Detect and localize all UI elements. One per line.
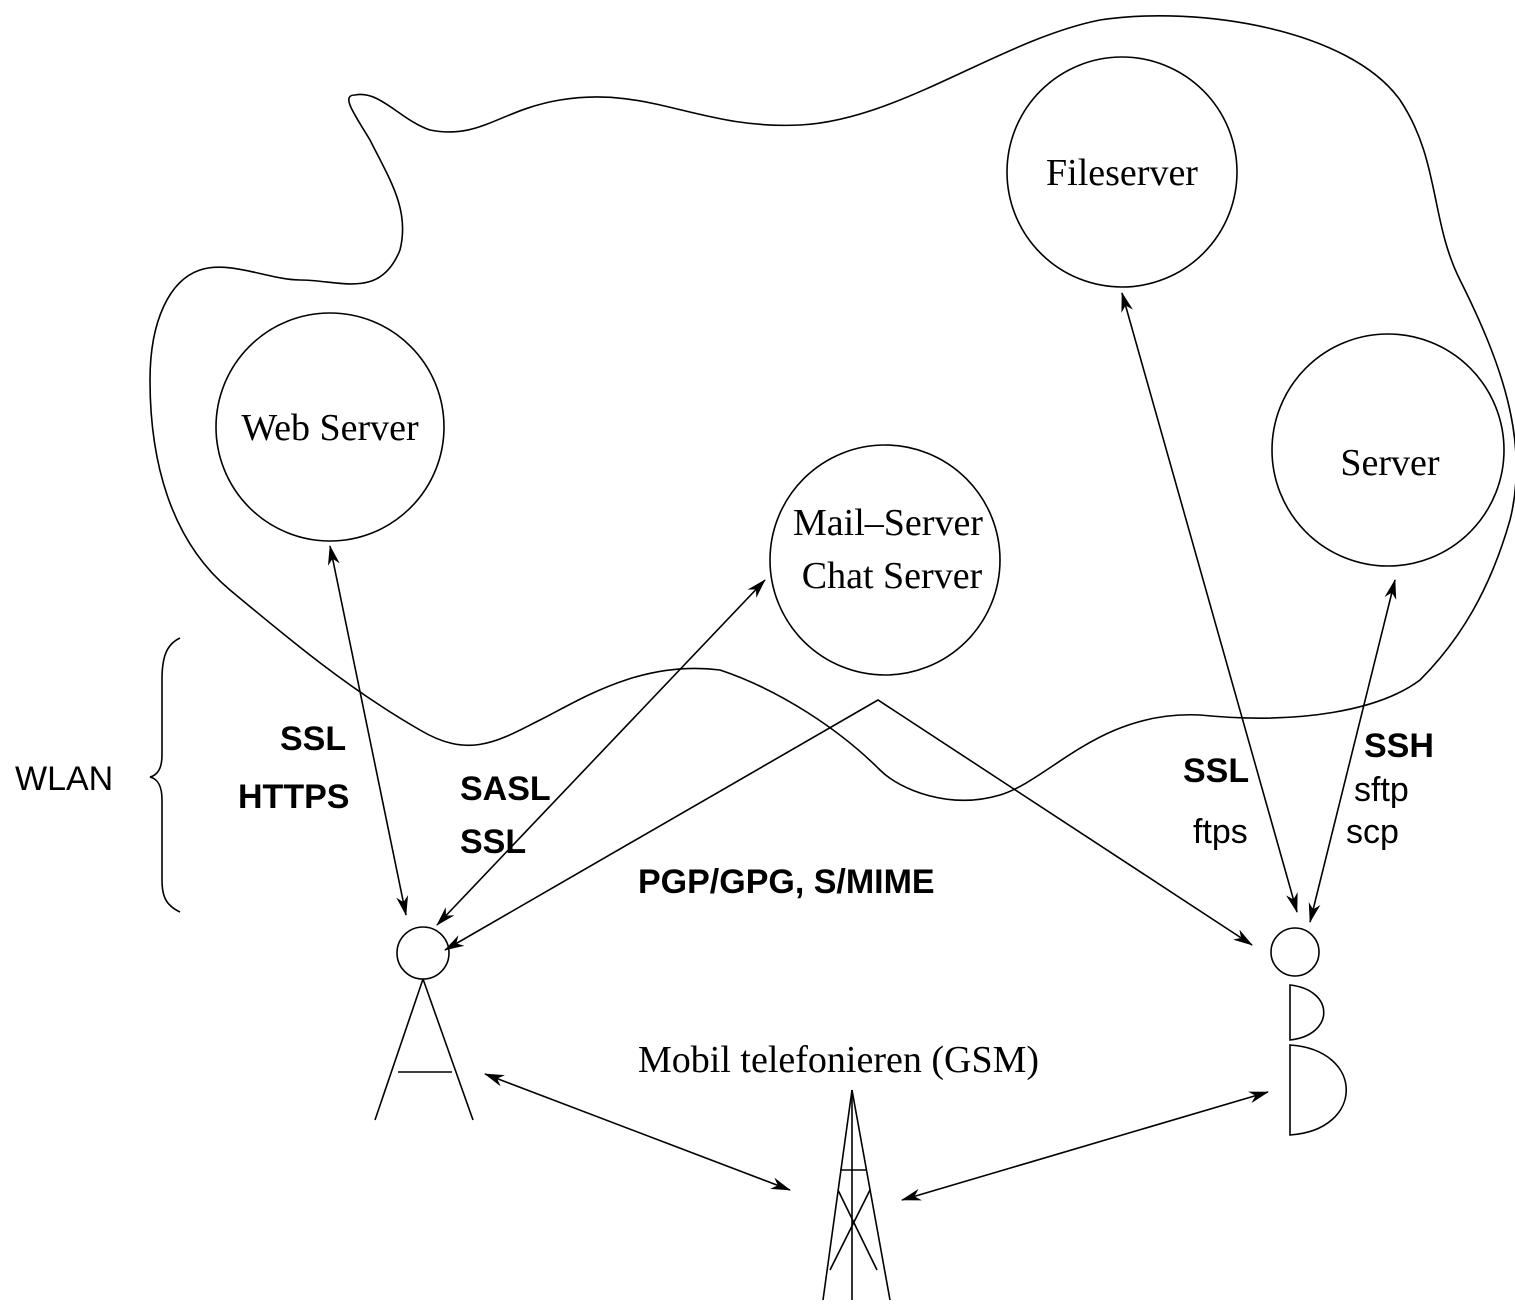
server-node: Server	[1271, 333, 1505, 567]
chat-server-label: Chat Server	[802, 555, 983, 597]
fileserver-label: Fileserver	[1046, 152, 1198, 194]
ssl-label-left: SSL	[280, 720, 346, 758]
wlan-device-icon	[374, 926, 474, 1121]
mail-server-label: Mail–Server	[793, 502, 983, 544]
arrow-fileserver-to-phone	[1121, 292, 1298, 913]
arrow-mail-to-device	[436, 579, 766, 926]
mobile-phone-icon	[1270, 927, 1348, 1136]
network-cloud-boundary	[149, 15, 1515, 802]
server-label: Server	[1340, 442, 1440, 484]
wlan-brace	[149, 637, 181, 913]
https-label: HTTPS	[238, 778, 349, 816]
wlan-label: WLAN	[15, 760, 113, 798]
sasl-label: SASL	[460, 770, 551, 808]
ftps-label: ftps	[1193, 813, 1248, 851]
sftp-label: sftp	[1354, 771, 1409, 809]
fileserver-node: Fileserver	[1006, 56, 1238, 288]
arrow-web-to-device	[327, 545, 409, 916]
ssl-label-right: SSL	[1183, 752, 1249, 790]
pgp-label: PGP/GPG, S/MIME	[638, 863, 935, 901]
arrow-pgp-device-to-phone	[444, 699, 1253, 951]
arrow-server-to-phone	[1308, 579, 1397, 923]
gsm-tower-icon	[822, 1089, 891, 1301]
mail-chat-server-node: Mail–Server Chat Server	[769, 444, 1001, 676]
scp-label: scp	[1346, 813, 1399, 851]
ssl-label-mid: SSL	[460, 823, 526, 861]
web-server-node: Web Server	[215, 312, 445, 542]
web-server-label: Web Server	[241, 407, 419, 449]
arrow-device-to-gsm	[484, 1073, 791, 1191]
ssh-label: SSH	[1364, 727, 1434, 765]
arrow-gsm-to-phone	[901, 1091, 1269, 1201]
gsm-label: Mobil telefonieren (GSM)	[638, 1039, 1039, 1081]
